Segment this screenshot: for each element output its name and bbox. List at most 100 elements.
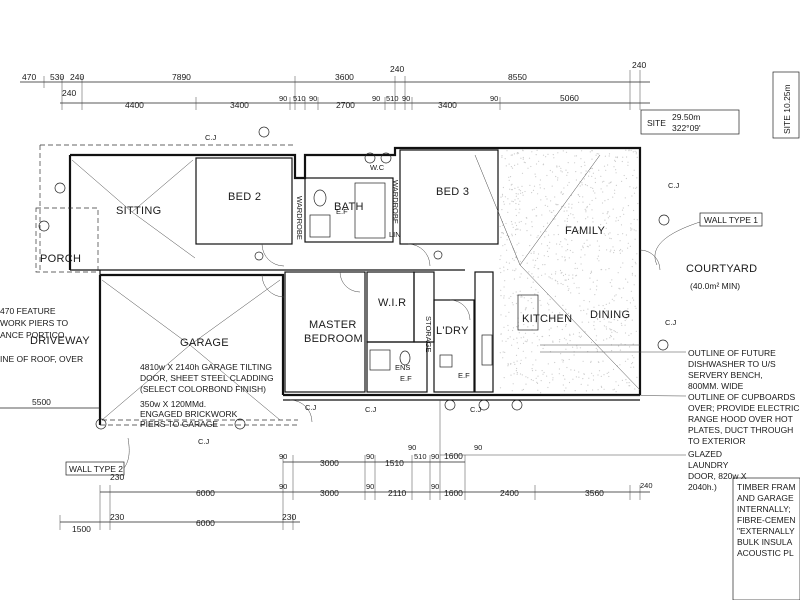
shading-dot [617,233,619,236]
shading-dot [582,269,584,271]
shading-dot [557,152,559,154]
dim-b-90-f: 90 [279,482,287,491]
shading-dot [601,268,603,271]
shading-dot [591,150,593,152]
note-timber-6: BULK INSULA [737,537,793,547]
shading-dot [635,307,637,309]
dim-b-90-d: 90 [408,443,416,452]
shading-dot [562,150,564,152]
shading-dot [513,259,515,261]
shading-dot [566,224,568,226]
shading-dot [580,335,583,337]
shading-dot [500,255,502,257]
shading-dot [516,294,518,296]
shading-dot [549,277,551,279]
shading-dot [587,384,589,386]
shading-dot [598,361,600,363]
shading-dot [567,285,569,287]
shading-dot [503,266,505,268]
shading-dot [634,388,636,390]
shading-dot [516,152,519,154]
shading-dot [552,315,554,317]
shading-dot [568,312,570,314]
shading-dot [512,292,514,294]
shading-dot [632,174,634,177]
garage-door-1: 4810w X 2140h GARAGE TILTING [140,362,272,372]
shading-dot [511,189,513,191]
shading-dot [578,201,580,203]
note-future-4: 800MM. WIDE [688,381,744,391]
shading-dot [514,363,516,365]
shading-dot [528,157,531,159]
shading-dot [614,159,616,161]
shading-dot [531,351,533,353]
shading-dot [579,232,581,234]
shading-dot [636,156,638,158]
shading-dot [613,338,615,340]
shading-dot [554,295,557,297]
shading-dot [532,281,534,283]
note-glazed-2: LAUNDRY [688,460,729,470]
shading-dot [608,371,610,373]
shading-dot [591,199,593,202]
shading-dot [589,288,591,290]
note-timber-1: TIMBER FRAM [737,482,796,492]
shading-dot [608,153,611,155]
shading-dot [546,174,548,177]
shading-dot [596,240,599,242]
shading-dot [556,165,558,167]
shading-dot [615,391,617,393]
shading-dot [562,193,564,195]
shading-dot [588,232,590,234]
shading-dot [604,200,606,202]
shading-dot [513,278,516,280]
shading-dot [531,209,534,211]
shading-dot [538,160,540,162]
shading-dot [605,310,607,312]
shading-dot [597,313,599,315]
shading-dot [592,379,595,381]
shading-dot [522,158,524,160]
shading-dot [561,171,563,173]
ef-ensuite: E.F [400,374,412,383]
shading-dot [604,219,606,221]
shading-dot [612,246,614,248]
shading-dot [599,227,601,229]
shading-dot [592,190,595,192]
shading-dot [631,319,633,321]
shading-dot [513,361,515,363]
shading-dot [590,186,592,189]
shading-dot [522,254,524,257]
shading-dot [603,388,605,390]
shading-dot [561,256,563,258]
shading-dot [561,328,563,331]
roof-hip-lines [71,154,641,421]
dim-b-2110: 2110 [388,488,407,498]
shading-dot [512,269,514,271]
shading-dot [615,184,618,186]
shading-dot [620,266,622,268]
shading-dot [519,260,521,262]
shading-dot [600,188,602,190]
shading-dot [557,233,560,236]
shading-dot [577,194,580,196]
shading-dot [609,337,611,339]
shading-dot [518,221,520,223]
shading-dot [573,217,575,219]
shading-dot [548,309,550,311]
shading-dot [581,184,583,186]
shading-dot [565,308,567,310]
shading-dot [567,289,569,291]
shading-dot [614,192,616,194]
shading-dot [612,196,614,198]
shading-dot [532,307,535,309]
shading-dot [584,164,586,166]
cj-3: C.J [665,318,677,327]
shading-dot [624,360,627,362]
shading-dot [567,243,569,245]
shading-dot [625,177,628,180]
shading-dot [581,182,583,184]
shading-dot [633,284,635,286]
shading-dot [515,251,517,253]
shading-dot [606,338,608,340]
